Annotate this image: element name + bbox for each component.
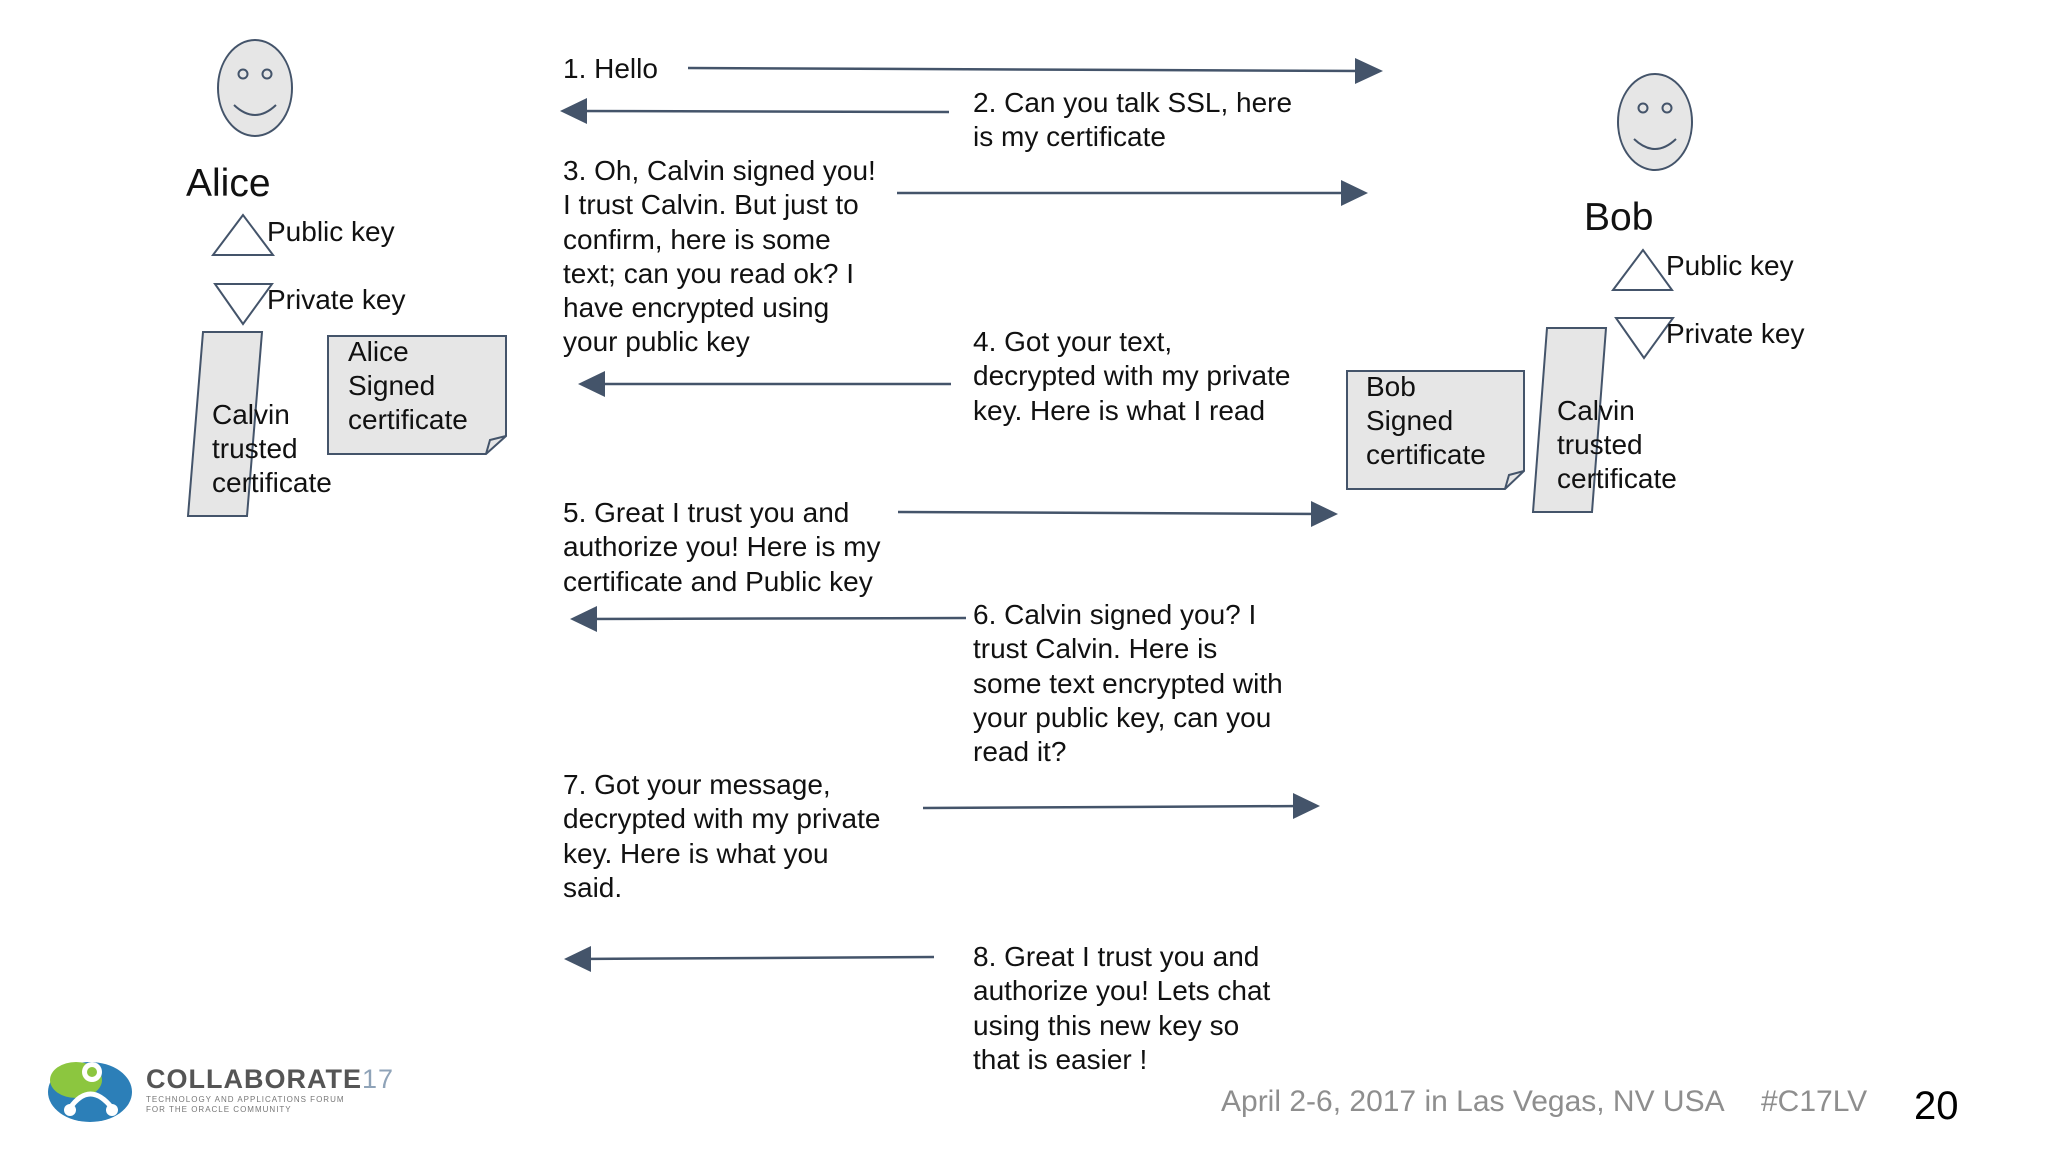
alice-trusted-cert-shape xyxy=(186,331,264,517)
logo-word: COLLABORATE xyxy=(146,1064,362,1094)
arrow-7 xyxy=(922,804,1307,810)
arrow-2 xyxy=(569,109,950,114)
page-number: 20 xyxy=(1914,1084,1959,1128)
message-5: 5. Great I trust you and authorize you! … xyxy=(563,497,881,597)
arrow-5 xyxy=(897,510,1326,516)
bob-public-key-icon xyxy=(1611,248,1674,291)
alice-public-key-label: Public key xyxy=(267,216,395,247)
message-1: 1. Hello xyxy=(563,53,658,84)
alice-private-key-label: Private key xyxy=(267,284,406,315)
logo-subtitle-1: TECHNOLOGY AND APPLICATIONS FORUM xyxy=(146,1095,345,1104)
bob-trusted-cert-label: Calvin trusted certificate xyxy=(1557,395,1677,494)
bob-trusted-cert-shape xyxy=(1531,327,1608,513)
alice-signed-cert-label: Alice Signed certificate xyxy=(348,336,468,435)
alice-private-key-icon xyxy=(213,283,274,326)
arrow-8 xyxy=(573,955,935,961)
bob-private-key-icon xyxy=(1614,317,1675,360)
collaborate-logo: COLLABORATE17 TECHNOLOGY AND APPLICATION… xyxy=(146,1064,394,1115)
bob-signed-cert-shape xyxy=(1346,370,1525,490)
message-2: 2. Can you talk SSL, here is my certific… xyxy=(973,87,1293,153)
message-3: 3. Oh, Calvin signed you! I trust Calvin… xyxy=(563,155,876,358)
alice-signed-cert-shape xyxy=(327,335,507,455)
alice-smiley-icon xyxy=(217,39,293,137)
message-4: 4. Got your text, decrypted with my priv… xyxy=(973,326,1291,426)
arrow-1 xyxy=(687,66,1366,73)
logo-year: 17 xyxy=(361,1064,395,1094)
collaborate-logo-icon xyxy=(48,1062,132,1122)
bob-signed-cert-label: Bob Signed certificate xyxy=(1366,371,1486,470)
bob-name: Bob xyxy=(1584,196,1654,239)
event-date-location: April 2-6, 2017 in Las Vegas, NV USA xyxy=(1221,1085,1725,1118)
alice-name: Alice xyxy=(186,162,271,205)
arrow-6 xyxy=(577,616,967,621)
bob-private-key-label: Private key xyxy=(1666,318,1805,349)
alice-public-key-icon xyxy=(211,213,275,256)
bob-smiley-icon xyxy=(1617,73,1693,171)
message-8: 8. Great I trust you and authorize you! … xyxy=(973,941,1271,1075)
logo-subtitle-2: FOR THE ORACLE COMMUNITY xyxy=(146,1105,292,1114)
message-7: 7. Got your message, decrypted with my p… xyxy=(563,769,881,903)
event-hashtag: #C17LV xyxy=(1761,1085,1868,1118)
bob-public-key-label: Public key xyxy=(1666,250,1794,281)
message-6: 6. Calvin signed you? I trust Calvin. He… xyxy=(973,599,1283,768)
alice-trusted-cert-label: Calvin trusted certificate xyxy=(212,399,332,498)
